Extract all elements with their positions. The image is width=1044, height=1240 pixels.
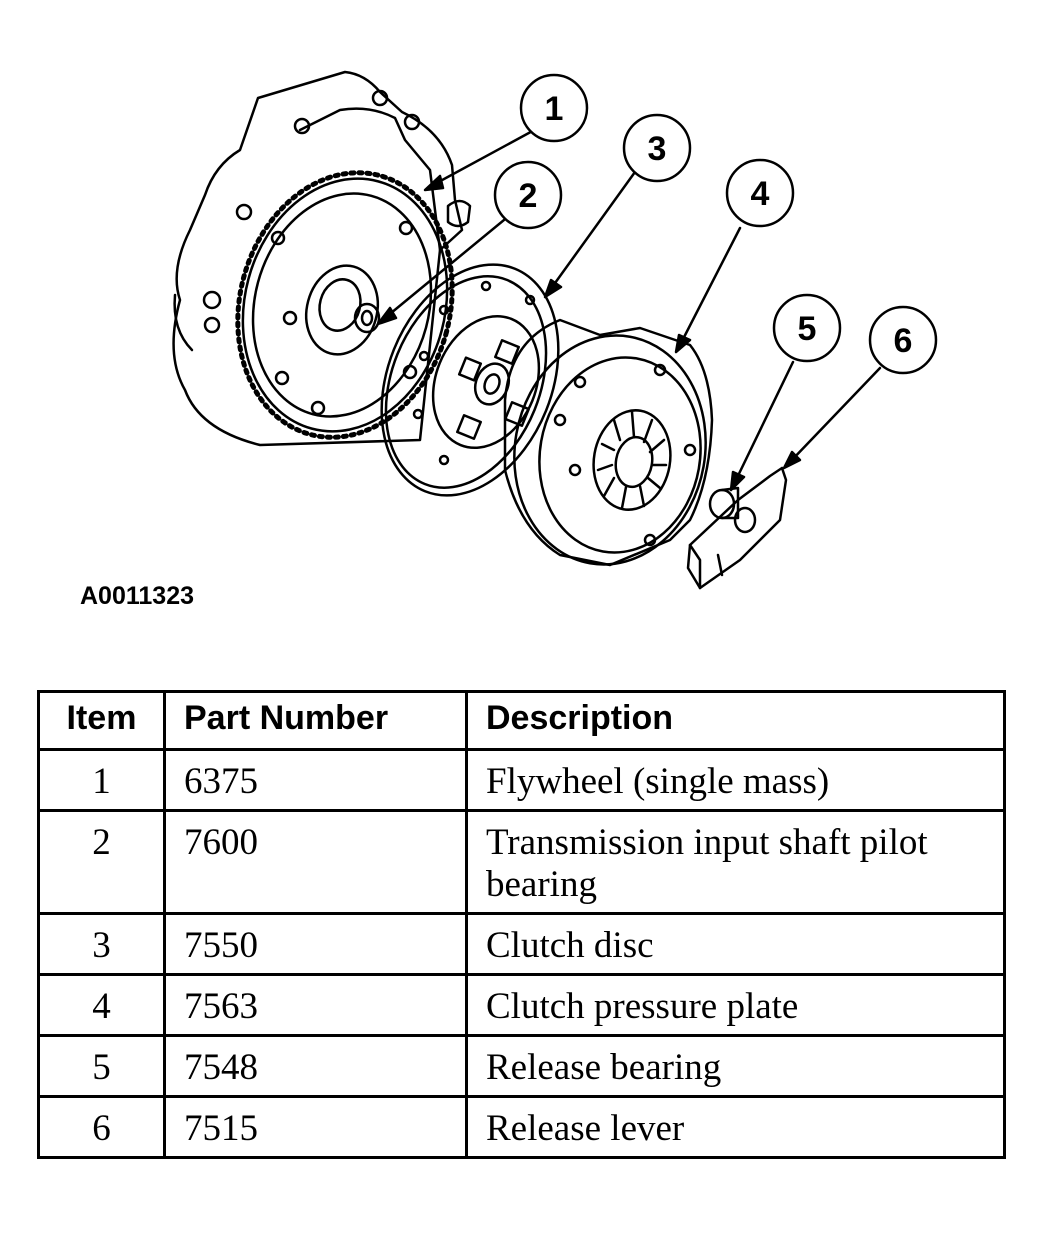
pilot-bearing: [353, 302, 381, 334]
table-row: 1 6375 Flywheel (single mass): [37, 748, 1006, 812]
parts-table: Item Part Number Description 1 6375 Flyw…: [37, 690, 1006, 1159]
description-cell: Clutch disc: [465, 912, 1006, 976]
release-lever: [686, 466, 788, 590]
callout-4-label: 4: [751, 175, 770, 213]
item-cell: 4: [37, 973, 166, 1037]
table-row: 6 7515 Release lever: [37, 1095, 1006, 1159]
item-cell: 1: [37, 748, 166, 812]
part-number-cell: 7515: [163, 1095, 468, 1159]
table-row: 4 7563 Clutch pressure plate: [37, 973, 1006, 1037]
callout-3-label: 3: [648, 130, 667, 168]
callout-4: 4: [725, 158, 795, 228]
part-number-cell: 7550: [163, 912, 468, 976]
callout-5: 5: [772, 293, 842, 363]
header-item: Item: [37, 690, 166, 751]
callout-1-label: 1: [545, 90, 564, 128]
item-cell: 6: [37, 1095, 166, 1159]
clutch-disc: [380, 263, 560, 497]
table-row: 3 7550 Clutch disc: [37, 912, 1006, 976]
callout-6: 6: [868, 305, 938, 375]
callout-2: 2: [493, 160, 563, 230]
callout-1: 1: [519, 73, 589, 143]
item-cell: 3: [37, 912, 166, 976]
description-cell: Transmission input shaft pilot bearing: [465, 809, 1006, 915]
callout-2-label: 2: [519, 177, 538, 215]
leader-lines: [376, 126, 882, 492]
table-header-row: Item Part Number Description: [37, 690, 1006, 751]
bell-housing: [172, 70, 464, 447]
description-cell: Release lever: [465, 1095, 1006, 1159]
item-cell: 2: [37, 809, 166, 915]
part-number-cell: 7600: [163, 809, 468, 915]
callout-5-label: 5: [798, 310, 817, 348]
item-cell: 5: [37, 1034, 166, 1098]
part-number-cell: 7548: [163, 1034, 468, 1098]
table-row: 5 7548 Release bearing: [37, 1034, 1006, 1098]
description-cell: Release bearing: [465, 1034, 1006, 1098]
header-part-number: Part Number: [163, 690, 468, 751]
table-row: 2 7600 Transmission input shaft pilot be…: [37, 809, 1006, 915]
part-number-cell: 6375: [163, 748, 468, 812]
flywheel: [235, 170, 472, 440]
callout-6-label: 6: [894, 322, 913, 360]
part-number-cell: 7563: [163, 973, 468, 1037]
header-description: Description: [465, 690, 1006, 751]
figure-id: A0011323: [80, 582, 195, 610]
description-cell: Clutch pressure plate: [465, 973, 1006, 1037]
description-cell: Flywheel (single mass): [465, 748, 1006, 812]
pressure-plate: [503, 318, 714, 567]
callout-3: 3: [622, 113, 692, 183]
exploded-clutch-diagram: 1 2 3 4 5 6: [172, 70, 938, 590]
